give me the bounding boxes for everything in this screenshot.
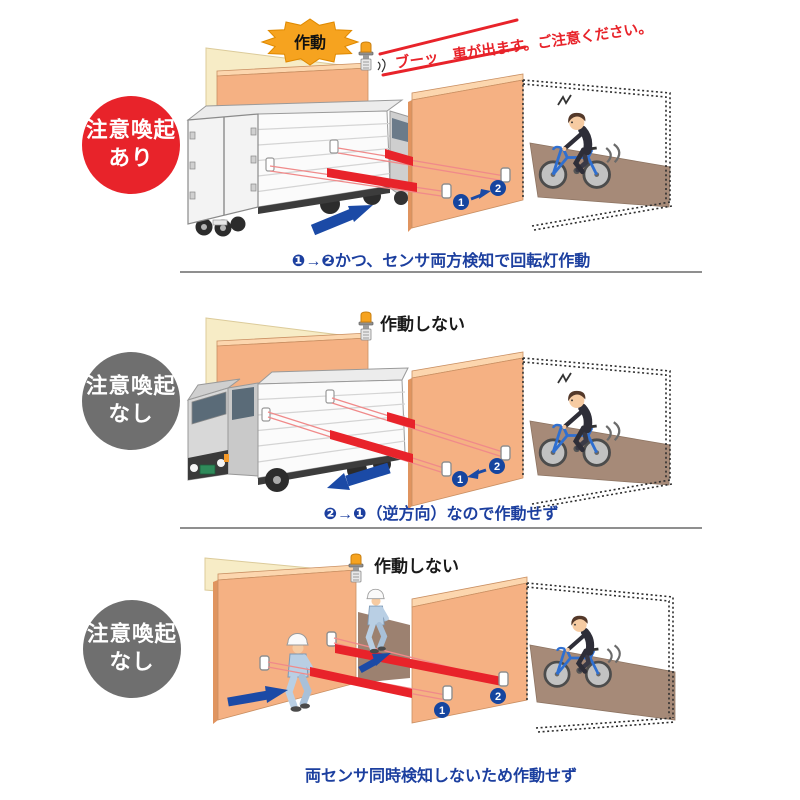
speaker-sound-waves <box>377 58 386 73</box>
rotating-beacon-lamp <box>358 41 374 71</box>
badge-text-line1: 注意喚起 <box>85 118 176 143</box>
truck-entering <box>186 367 409 492</box>
beacon-status-text: 作動しない <box>374 556 459 576</box>
sensor-1-label: 1 <box>452 471 468 487</box>
truck-exiting <box>186 99 404 237</box>
sensor-1-mark <box>441 183 452 199</box>
alert-off-badge: 注意喚起 なし <box>83 600 181 698</box>
sensor-2-label: 2 <box>490 688 506 704</box>
scenario-3-caption: 両センサ同時検知しないため作動せず <box>304 768 577 785</box>
svg-text:ブーッ 車が出ます。ご注意ください。: ブーッ 車が出ます。ご注意ください。 <box>394 18 654 72</box>
scene-workers-crossing: 1 2 作動しない <box>204 553 676 733</box>
badge-text-line1: 注意喚起 <box>86 622 177 647</box>
marker-light <box>224 454 229 462</box>
scenario-1-caption: ❶→❷かつ、センサ両方検知で回転灯作動 <box>291 253 591 270</box>
beam-blocked-segment <box>310 667 412 698</box>
worker-direction-arrow <box>227 686 288 707</box>
beam-blocked-segment <box>387 412 415 429</box>
sensor-2-mark <box>500 445 511 461</box>
svg-text:2: 2 <box>494 461 500 473</box>
svg-text:2: 2 <box>495 691 501 703</box>
alert-on-badge: 注意喚起 あり <box>82 96 180 194</box>
badge-text-line1: 注意喚起 <box>85 374 176 399</box>
surprise-mark <box>557 372 572 384</box>
truck-direction-arrow <box>327 462 391 490</box>
alert-off-badge: 注意喚起 なし <box>82 352 180 450</box>
svg-text:1: 1 <box>457 474 463 486</box>
truck-direction-arrow <box>310 205 373 236</box>
beam-point-on-truck <box>329 139 339 154</box>
license-plate <box>199 464 216 475</box>
svg-text:1: 1 <box>439 705 445 717</box>
beam-blocked-segment <box>327 168 417 192</box>
sensor-beams <box>267 397 504 474</box>
sensor-2-label: 2 <box>489 458 505 474</box>
svg-text:2: 2 <box>495 183 501 195</box>
beam-blocked-segment <box>330 430 413 463</box>
scene-truck-entering: 1 2 作動しない <box>186 311 673 510</box>
scenario-2-caption: ❷→❶（逆方向）なので作動せず <box>323 506 559 523</box>
hidden-wall-dotted-outline <box>522 79 673 231</box>
hidden-wall-dotted-outline <box>522 357 673 509</box>
activation-starburst: 作動 <box>260 18 360 66</box>
badge-text-line2: なし <box>108 402 154 426</box>
svg-text:作動: 作動 <box>294 33 326 52</box>
near-wall <box>408 351 524 510</box>
badge-text-line2: あり <box>108 146 154 170</box>
beam-point-on-truck <box>265 157 275 172</box>
surprise-mark <box>557 94 572 106</box>
beam-point-on-truck <box>261 407 271 422</box>
sensor-1-label: 1 <box>434 702 450 718</box>
sensor-1-mark <box>442 685 453 701</box>
sensor-2-mark <box>500 167 511 183</box>
badge-text-line2: なし <box>109 650 155 674</box>
sensor-beams <box>269 147 506 198</box>
beam-point-on-truck <box>325 389 335 404</box>
far-sensor-mark <box>259 655 270 671</box>
sensor-2-mark <box>498 671 509 687</box>
beacon-status-text: 作動しない <box>380 314 465 334</box>
rotating-beacon-lamp <box>358 311 374 341</box>
section-divider <box>180 527 702 529</box>
sensor-2-label: 2 <box>490 180 506 196</box>
sensor-1-label: 1 <box>453 194 469 210</box>
hidden-wall-dotted-outline <box>526 582 676 733</box>
beam-blocked-segment <box>385 149 413 166</box>
svg-text:1: 1 <box>458 197 464 209</box>
sensor-1-mark <box>441 461 452 477</box>
voice-announcement: ブーッ 車が出ます。ご注意ください。 <box>378 18 654 77</box>
near-wall <box>411 576 528 724</box>
far-sensor-mark <box>326 631 337 647</box>
scene-truck-exiting: 1 2 作動 ブーッ 車が出ます。ご注意ください。 <box>186 18 673 237</box>
sensor-direction-arrow <box>467 468 487 479</box>
worker-direction-arrow-small <box>358 653 391 674</box>
sensor-direction-arrow <box>470 189 491 201</box>
section-divider <box>180 271 702 273</box>
